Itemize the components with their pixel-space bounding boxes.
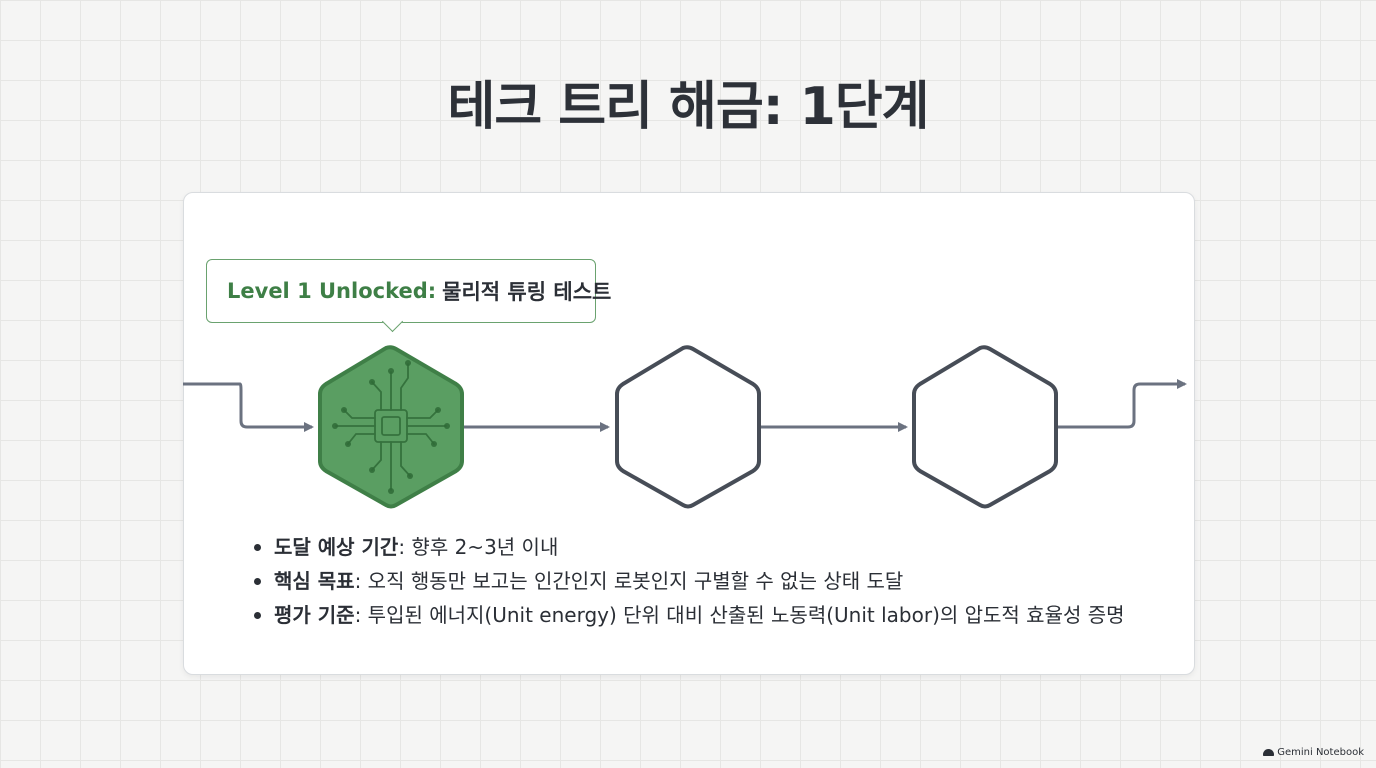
circuit-pads xyxy=(332,360,450,494)
list-item: 핵심 목표: 오직 행동만 보고는 인간인지 로봇인지 구별할 수 없는 상태 … xyxy=(252,564,1125,598)
list-item: 평가 기준: 투입된 에너지(Unit energy) 단위 대비 산출된 노동… xyxy=(252,598,1125,632)
connector-out xyxy=(1056,379,1187,429)
page-title: 테크 트리 해금: 1단계 xyxy=(447,77,929,137)
connector-in xyxy=(183,382,314,432)
bullet-text: : 오직 행동만 보고는 인간인지 로봇인지 구별할 수 없는 상태 도달 xyxy=(354,569,904,593)
bullet-text: : 투입된 에너지(Unit energy) 단위 대비 산출된 노동력(Uni… xyxy=(354,603,1125,627)
circuit-icon xyxy=(335,363,447,491)
notebook-logo-icon xyxy=(1263,749,1275,756)
callout-separator: : xyxy=(427,279,437,303)
detail-list: 도달 예상 기간: 향후 2~3년 이내 핵심 목표: 오직 행동만 보고는 인… xyxy=(252,530,1125,632)
watermark-text: Gemini Notebook xyxy=(1277,747,1364,758)
bullet-text: : 향후 2~3년 이내 xyxy=(398,535,559,559)
bullet-label: 핵심 목표 xyxy=(274,569,355,593)
tech-node-unlocked[interactable] xyxy=(318,345,464,509)
callout-text: 물리적 튜링 테스트 xyxy=(442,280,612,304)
tech-node-locked[interactable] xyxy=(615,345,761,509)
unlock-callout: Level 1 Unlocked:물리적 튜링 테스트 xyxy=(206,259,611,323)
list-item: 도달 예상 기간: 향후 2~3년 이내 xyxy=(252,530,1125,564)
bullet-label: 도달 예상 기간 xyxy=(274,535,399,559)
bullet-label: 평가 기준 xyxy=(274,603,355,627)
callout-level: Level 1 Unlocked xyxy=(227,279,428,303)
tech-node-locked[interactable] xyxy=(912,345,1058,509)
watermark: Gemini Notebook xyxy=(1263,747,1364,758)
